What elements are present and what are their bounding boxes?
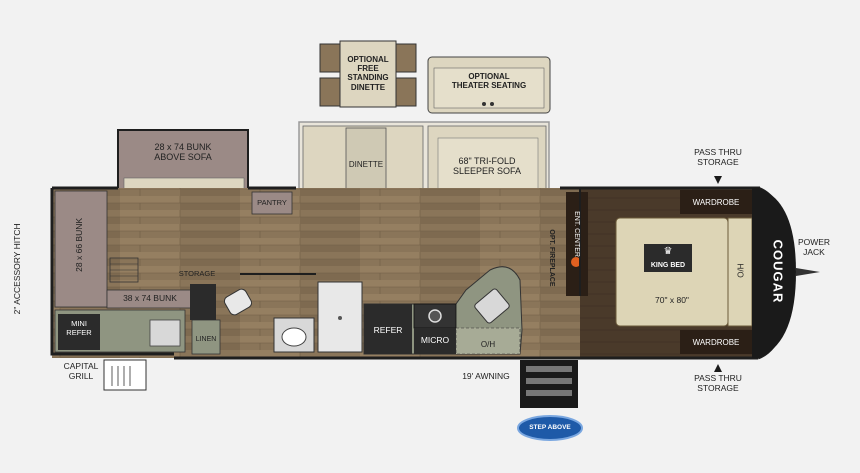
label-pass-thru-bottom: PASS THRU STORAGE: [694, 373, 742, 393]
kitchen: [363, 266, 523, 355]
bunk-room: [54, 190, 194, 353]
arrow-down-icon: [714, 176, 722, 184]
capital-grill: [103, 359, 147, 391]
label-pass-thru-top: PASS THRU STORAGE: [694, 147, 742, 167]
label-bunk-28x66: 28 x 66 BUNK: [74, 217, 85, 272]
label-wardrobe-bottom: WARDROBE: [692, 338, 740, 347]
label-ho: H/O: [735, 263, 745, 278]
ent-center: [566, 192, 588, 296]
label-ent-center: ENT. CENTER: [573, 211, 581, 257]
brand-logo: COUGAR: [770, 239, 786, 304]
crown-icon: ♛: [663, 246, 673, 257]
label-oh: O/H: [480, 340, 496, 349]
label-king-bed: KING BED: [650, 262, 686, 269]
label-sleeper-sofa: 68" TRI-FOLD SLEEPER SOFA: [452, 156, 522, 177]
label-storage: STORAGE: [178, 269, 216, 278]
label-accessory-hitch: 2" ACCESSORY HITCH: [12, 223, 23, 315]
label-bunk-38x74: 38 x 74 BUNK: [123, 293, 177, 303]
optional-dinette: [319, 40, 417, 108]
label-awning: 19' AWNING: [462, 371, 510, 381]
label-wardrobe-top: WARDROBE: [692, 198, 740, 207]
fireplace-icon: [571, 257, 581, 267]
label-pantry: PANTRY: [257, 198, 287, 207]
pantry: [251, 191, 293, 215]
optional-theater-seating: [427, 56, 551, 114]
label-step-above: STEP ABOVE: [529, 424, 571, 431]
label-micro: MICRO: [420, 335, 450, 345]
label-capital-grill: CAPITAL GRILL: [63, 361, 99, 381]
label-opt-fireplace: OPT. FIREPLACE: [548, 229, 556, 287]
label-power-jack: POWER JACK: [797, 237, 831, 257]
label-linen: LINEN: [195, 336, 217, 343]
label-mini-refer: MINI REFER: [66, 319, 92, 337]
label-refer: REFER: [373, 325, 403, 335]
label-theater: OPTIONAL THEATER SEATING: [451, 72, 527, 91]
front-cap: [752, 188, 820, 358]
label-optional-dinette: OPTIONAL FREE STANDING DINETTE: [347, 55, 389, 92]
bedroom: [615, 190, 753, 354]
label-dinette: DINETTE: [348, 160, 384, 169]
bunk-above-sofa: [117, 129, 249, 199]
label-bunk-above-sofa: 28 x 74 BUNK ABOVE SOFA: [154, 142, 212, 163]
storage-cabinet: [190, 284, 216, 320]
bathroom: [223, 273, 363, 353]
step-above-logo: [517, 415, 583, 441]
arrow-up-icon: [714, 364, 722, 372]
label-bed-size: 70" x 80": [655, 295, 689, 305]
stairs-icon: [520, 360, 578, 408]
